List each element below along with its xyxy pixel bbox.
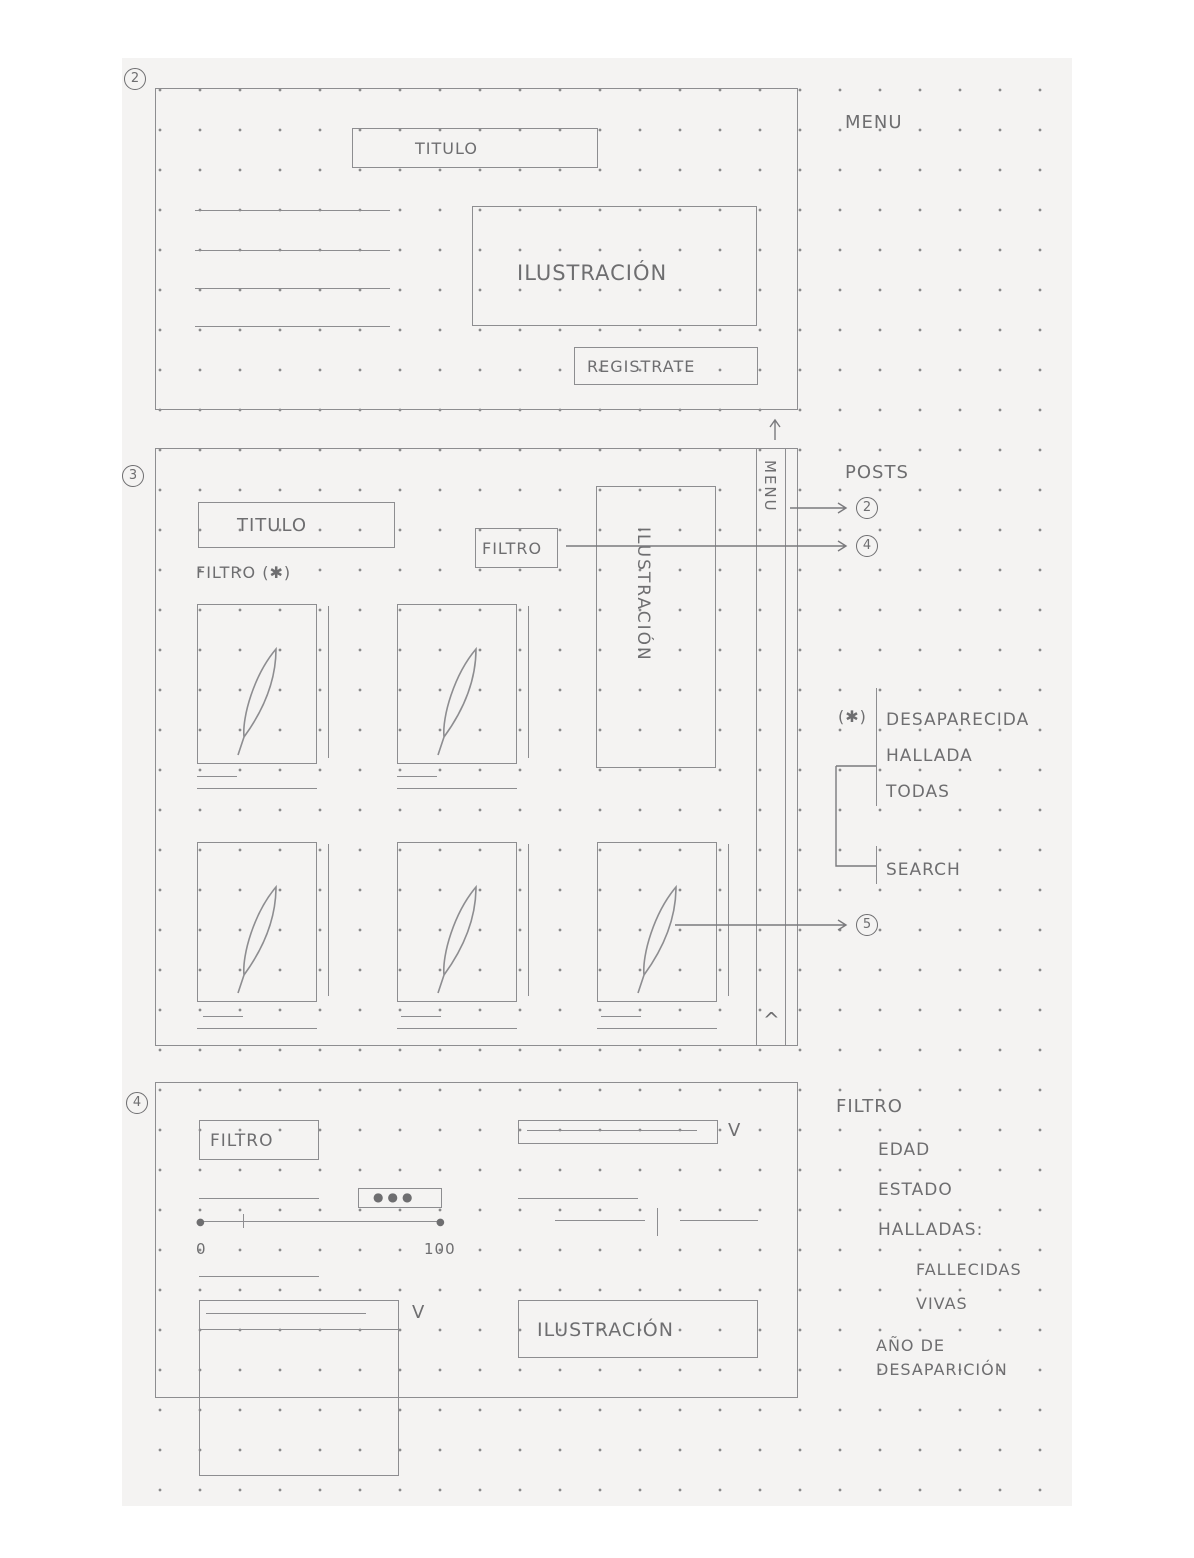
filter-note-subitem: FALLECIDAS (916, 1260, 1022, 1279)
filter-button[interactable]: FILTRO (475, 528, 558, 568)
card-caption-line (397, 788, 517, 789)
filter-illustration-label: ILUSTRACIÓN (537, 1319, 674, 1341)
feather-icon (437, 646, 477, 756)
dotted-notebook-page (122, 58, 1072, 1506)
field-label-line (518, 1198, 638, 1199)
slider-end-dot: ● (436, 1217, 446, 1228)
side-menu-label: MENU (761, 460, 779, 513)
card-caption-line (197, 788, 317, 789)
posts-title-label: TITULO (237, 515, 308, 536)
card-caption-line (597, 1028, 717, 1029)
text-line (195, 250, 390, 251)
chevron-down-icon[interactable]: V (412, 1302, 426, 1323)
card-shadow (328, 606, 329, 758)
post-card[interactable] (397, 842, 517, 1002)
card-caption-line (203, 1016, 243, 1017)
register-button-label: REGISTRATE (587, 357, 696, 376)
step-number-4: 4 (126, 1092, 148, 1114)
step-number-3: 3 (122, 465, 144, 487)
card-shadow (328, 844, 329, 996)
card-shadow (728, 844, 729, 996)
chevron-down-icon[interactable]: V (728, 1120, 742, 1141)
year-dropdown-list[interactable] (199, 1300, 399, 1476)
posts-note: POSTS (845, 462, 909, 483)
slider-end-dot: ● (196, 1217, 206, 1228)
side-menu-panel[interactable]: MENU ^ (756, 448, 786, 1046)
landing-title-box: TITULO (352, 128, 598, 168)
card-caption-line (197, 776, 237, 777)
feather-icon (237, 646, 277, 756)
link-to-step-2: 2 (856, 497, 878, 519)
search-note: SEARCH (886, 860, 961, 880)
posts-title-box: TITULO (198, 502, 395, 548)
filter-title-box: FILTRO (199, 1120, 319, 1160)
landing-illustration-label: ILUSTRACIÓN (517, 261, 668, 285)
filter-option: DESAPARECIDA (886, 710, 1030, 730)
pagination-dots[interactable]: ●●● (358, 1188, 442, 1208)
dropdown-value-line (206, 1313, 366, 1314)
post-card[interactable] (197, 604, 317, 764)
filter-button-label: FILTRO (482, 539, 543, 558)
filter-title-label: FILTRO (210, 1131, 274, 1151)
field-label-line (199, 1276, 319, 1277)
card-shadow (528, 606, 529, 758)
register-button[interactable]: REGISTRATE (574, 347, 758, 385)
dots-glyph: ●●● (373, 1190, 417, 1204)
search-bracket (876, 846, 877, 884)
card-caption-line (197, 1028, 317, 1029)
posts-wireframe-frame (155, 448, 798, 1046)
filter-note-item: AÑO DE (876, 1336, 946, 1355)
toggle-divider (657, 1208, 658, 1236)
card-shadow (528, 844, 529, 996)
filter-caption: FILTRO (✱) (196, 563, 292, 582)
age-slider-thumb[interactable] (243, 1214, 244, 1228)
filter-illustration-box: ILUSTRACIÓN (518, 1300, 758, 1358)
filter-wireframe-frame (155, 1082, 798, 1398)
post-card[interactable] (197, 842, 317, 1002)
text-line (195, 210, 390, 211)
posts-illustration-box: ILUSTRACIÓN (596, 486, 716, 768)
filter-option: HALLADA (886, 746, 973, 766)
card-caption-line (401, 1016, 441, 1017)
link-to-step-5: 5 (856, 914, 878, 936)
filter-note-item: EDAD (878, 1140, 931, 1160)
dropdown-value-line (527, 1130, 697, 1131)
posts-illustration-label: ILUSTRACIÓN (633, 527, 653, 662)
menu-note: MENU (845, 112, 903, 133)
landing-title-label: TITULO (415, 139, 478, 158)
landing-wireframe-frame (155, 88, 798, 410)
filter-note-subitem: VIVAS (916, 1294, 968, 1313)
card-caption-line (601, 1016, 641, 1017)
post-card[interactable] (397, 604, 517, 764)
field-label-line (199, 1198, 319, 1199)
filter-option: TODAS (886, 782, 950, 802)
text-line (195, 288, 390, 289)
filter-note-heading: FILTRO (836, 1096, 903, 1117)
filter-note-item: ESTADO (878, 1180, 953, 1200)
slider-min-label: 0 (196, 1240, 207, 1258)
card-caption-line (397, 776, 437, 777)
landing-illustration-box: ILUSTRACIÓN (472, 206, 757, 326)
feather-icon (437, 884, 477, 994)
post-card[interactable] (597, 842, 717, 1002)
scroll-top-arrow[interactable]: ^ (763, 1008, 781, 1032)
feather-icon (637, 884, 677, 994)
list-divider (199, 1329, 399, 1330)
options-bracket (876, 688, 877, 806)
age-slider-track[interactable] (200, 1221, 440, 1222)
toggle-line-right[interactable] (680, 1220, 758, 1221)
card-caption-line (397, 1028, 517, 1029)
asterisk-note: (✱) (838, 707, 867, 726)
step-number-2: 2 (124, 68, 146, 90)
filter-note-item: DESAPARICIÓN (876, 1360, 1008, 1379)
text-line (195, 326, 390, 327)
toggle-line-left[interactable] (555, 1220, 645, 1221)
slider-max-label: 100 (424, 1240, 456, 1258)
feather-icon (237, 884, 277, 994)
filter-note-item: HALLADAS: (878, 1220, 984, 1240)
link-to-step-4: 4 (856, 535, 878, 557)
status-dropdown[interactable] (518, 1120, 718, 1144)
